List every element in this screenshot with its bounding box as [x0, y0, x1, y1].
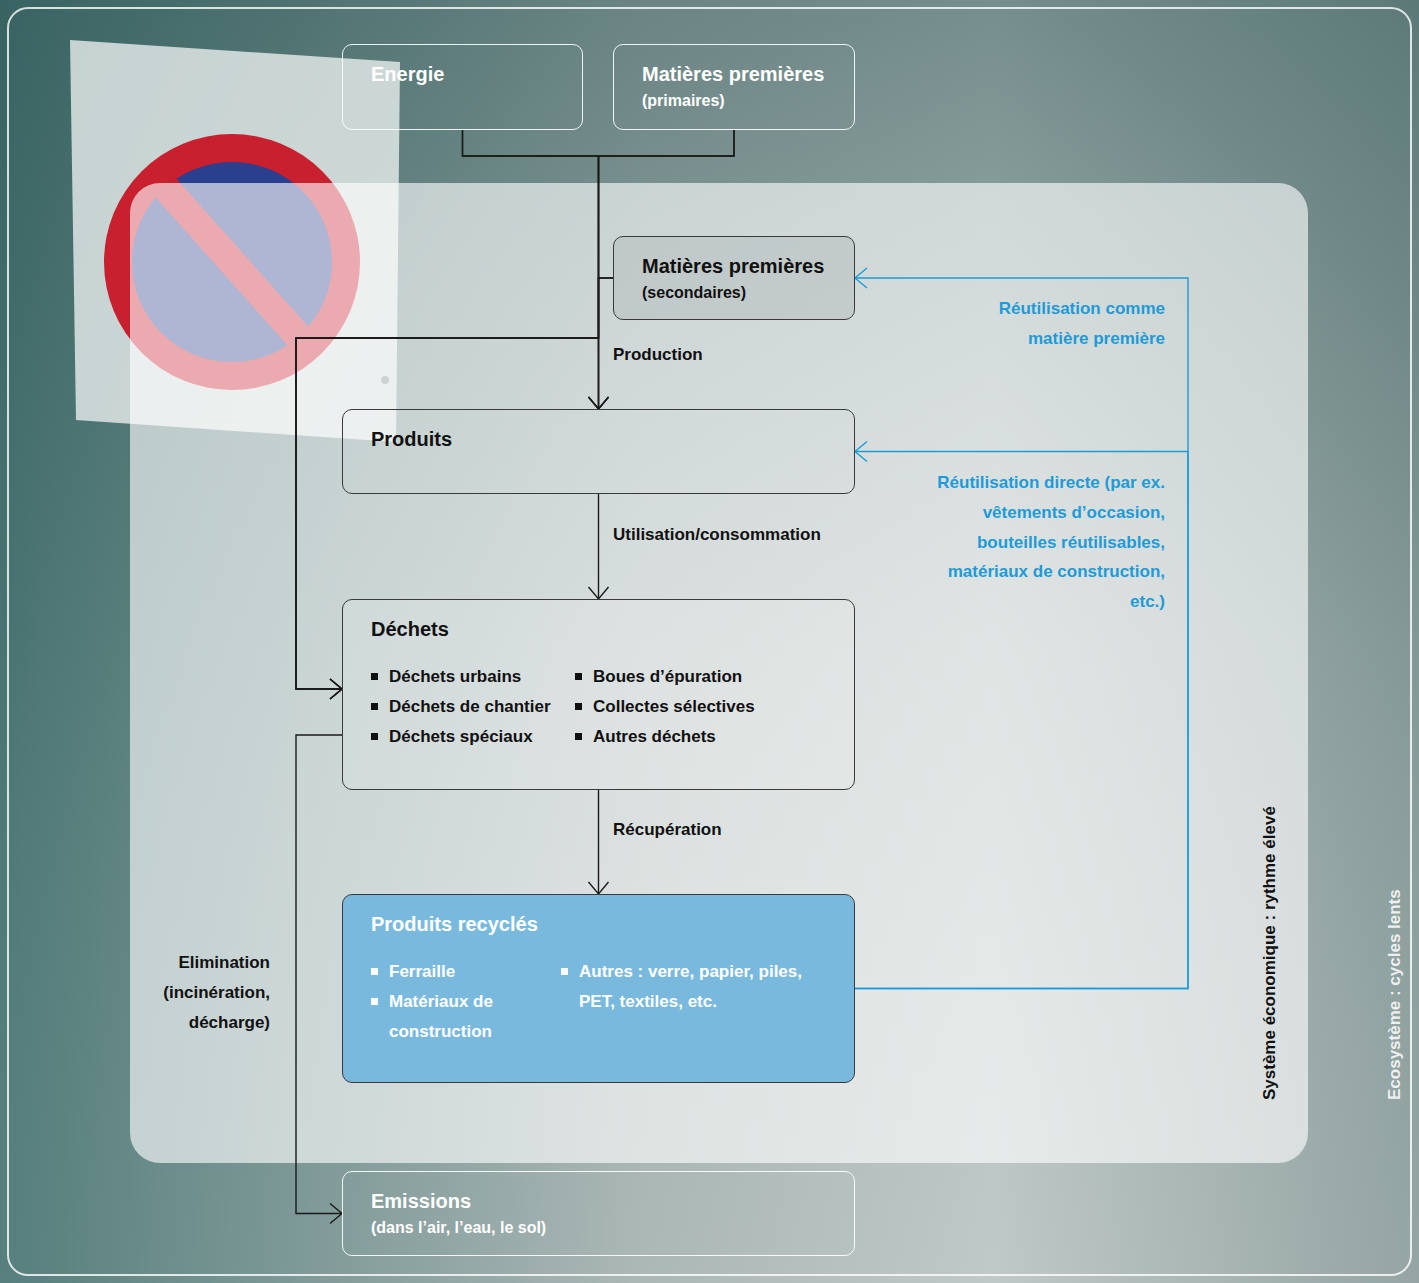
- flow-arrow: [598, 494, 599, 599]
- recycled-box: Produits recyclésFerrailleMatériaux de c…: [342, 894, 855, 1083]
- list-item: Autres déchets: [575, 722, 826, 752]
- box-subtitle: (primaires): [642, 91, 826, 112]
- list-item: Matériaux de construction: [371, 987, 561, 1047]
- panel-title: Système économique : rythme élevé: [1260, 806, 1280, 1100]
- panel-fill: [130, 183, 1308, 1163]
- box-heading: Matières premières: [642, 61, 826, 87]
- edge-label: Production: [613, 340, 833, 370]
- edge-label: Réutilisation directe (par ex. vêtements…: [935, 468, 1165, 617]
- list-item: Autres : verre, papier, piles, PET, text…: [561, 957, 826, 1017]
- box-subtitle: (dans l’air, l’eau, le sol): [371, 1218, 826, 1239]
- list-item: Ferraille: [371, 957, 561, 987]
- edge-label: Elimination (incinération, décharge): [130, 948, 270, 1037]
- edge-label: Réutilisation comme matière première: [975, 294, 1165, 354]
- side-label: Ecosystème : cycles lents: [1385, 889, 1405, 1100]
- box-subtitle: (secondaires): [642, 283, 826, 304]
- list-item: Déchets de chantier: [371, 692, 575, 722]
- box-heading: Produits: [371, 426, 826, 452]
- flow-arrow: [598, 790, 599, 894]
- list-item: Déchets spéciaux: [371, 722, 575, 752]
- process-box: DéchetsDéchets urbainsDéchets de chantie…: [342, 599, 855, 790]
- box-heading: Energie: [371, 61, 554, 87]
- box-heading: Produits recyclés: [371, 911, 826, 937]
- input-box: Matières premières (primaires): [613, 44, 855, 130]
- flow-arrow: [296, 735, 342, 1214]
- edge-label: Utilisation/consommation: [613, 520, 913, 550]
- edge-label: Récupération: [613, 815, 833, 845]
- list-item: Boues d’épuration: [575, 662, 826, 692]
- process-box: Produits: [342, 409, 855, 494]
- flow-arrow: [463, 130, 599, 409]
- box-heading: Matières premières: [642, 253, 826, 279]
- input-box: Energie: [342, 44, 583, 130]
- list-item: Déchets urbains: [371, 662, 575, 692]
- flow-arrow: [855, 452, 1188, 989]
- output-box: Emissions (dans l’air, l’eau, le sol): [342, 1171, 855, 1256]
- outer-frame: [8, 8, 1411, 1275]
- box-heading: Déchets: [371, 616, 826, 642]
- flow-arrow: [855, 278, 1188, 989]
- flow-arrow: [599, 278, 614, 409]
- list-item: Collectes sélectives: [575, 692, 826, 722]
- box-heading: Emissions: [371, 1188, 826, 1214]
- process-box: Matières premières (secondaires): [613, 236, 855, 320]
